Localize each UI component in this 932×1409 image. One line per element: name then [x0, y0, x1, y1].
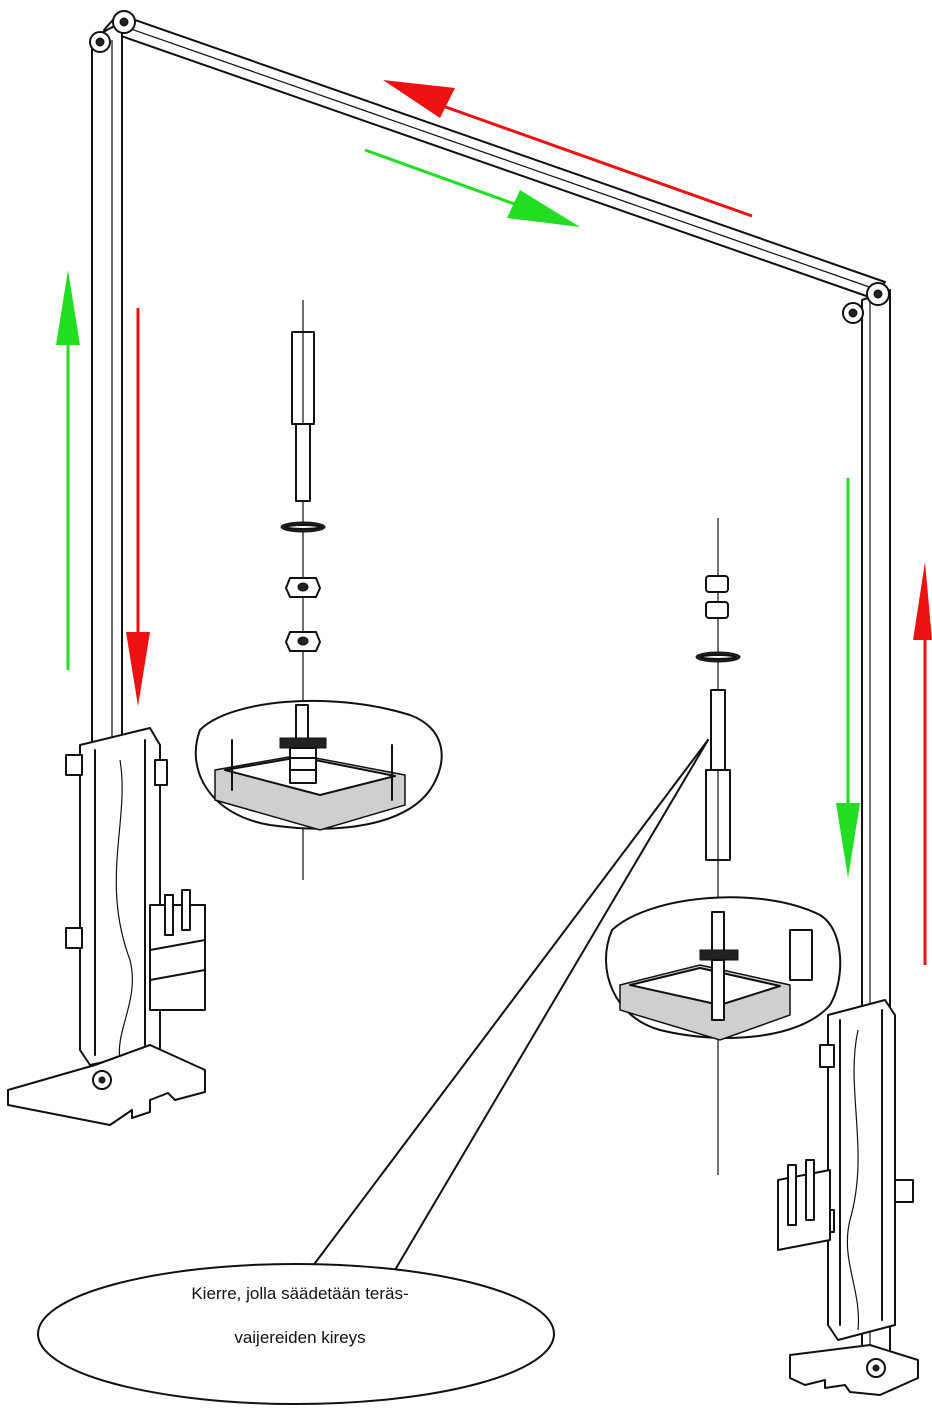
callout-line-2: vaijereiden kireys	[234, 1328, 366, 1347]
right-detail-view	[605, 896, 842, 1041]
red-arrow-top	[383, 80, 753, 218]
right-base-plate	[789, 1344, 919, 1396]
callout-pointer	[299, 739, 709, 1284]
top-crossbar	[103, 13, 886, 299]
callout-label: Kierre, jolla säädetään teräs- vaijereid…	[60, 1272, 540, 1360]
right-bolt-stack	[695, 518, 741, 1175]
callout-line-1: Kierre, jolla säädetään teräs-	[191, 1284, 409, 1303]
right-carriage	[777, 999, 914, 1341]
left-bolt-stack	[280, 300, 326, 880]
green-arrow-left-up	[56, 270, 80, 670]
green-arrow-top	[364, 148, 580, 227]
left-carriage	[65, 727, 206, 1066]
red-arrow-left-down	[126, 308, 150, 706]
green-arrow-right-down	[836, 478, 860, 878]
callout-bubble	[37, 1263, 555, 1405]
left-base-plate	[7, 1044, 206, 1126]
red-arrow-right-up	[913, 562, 932, 965]
left-detail-view	[194, 699, 443, 831]
